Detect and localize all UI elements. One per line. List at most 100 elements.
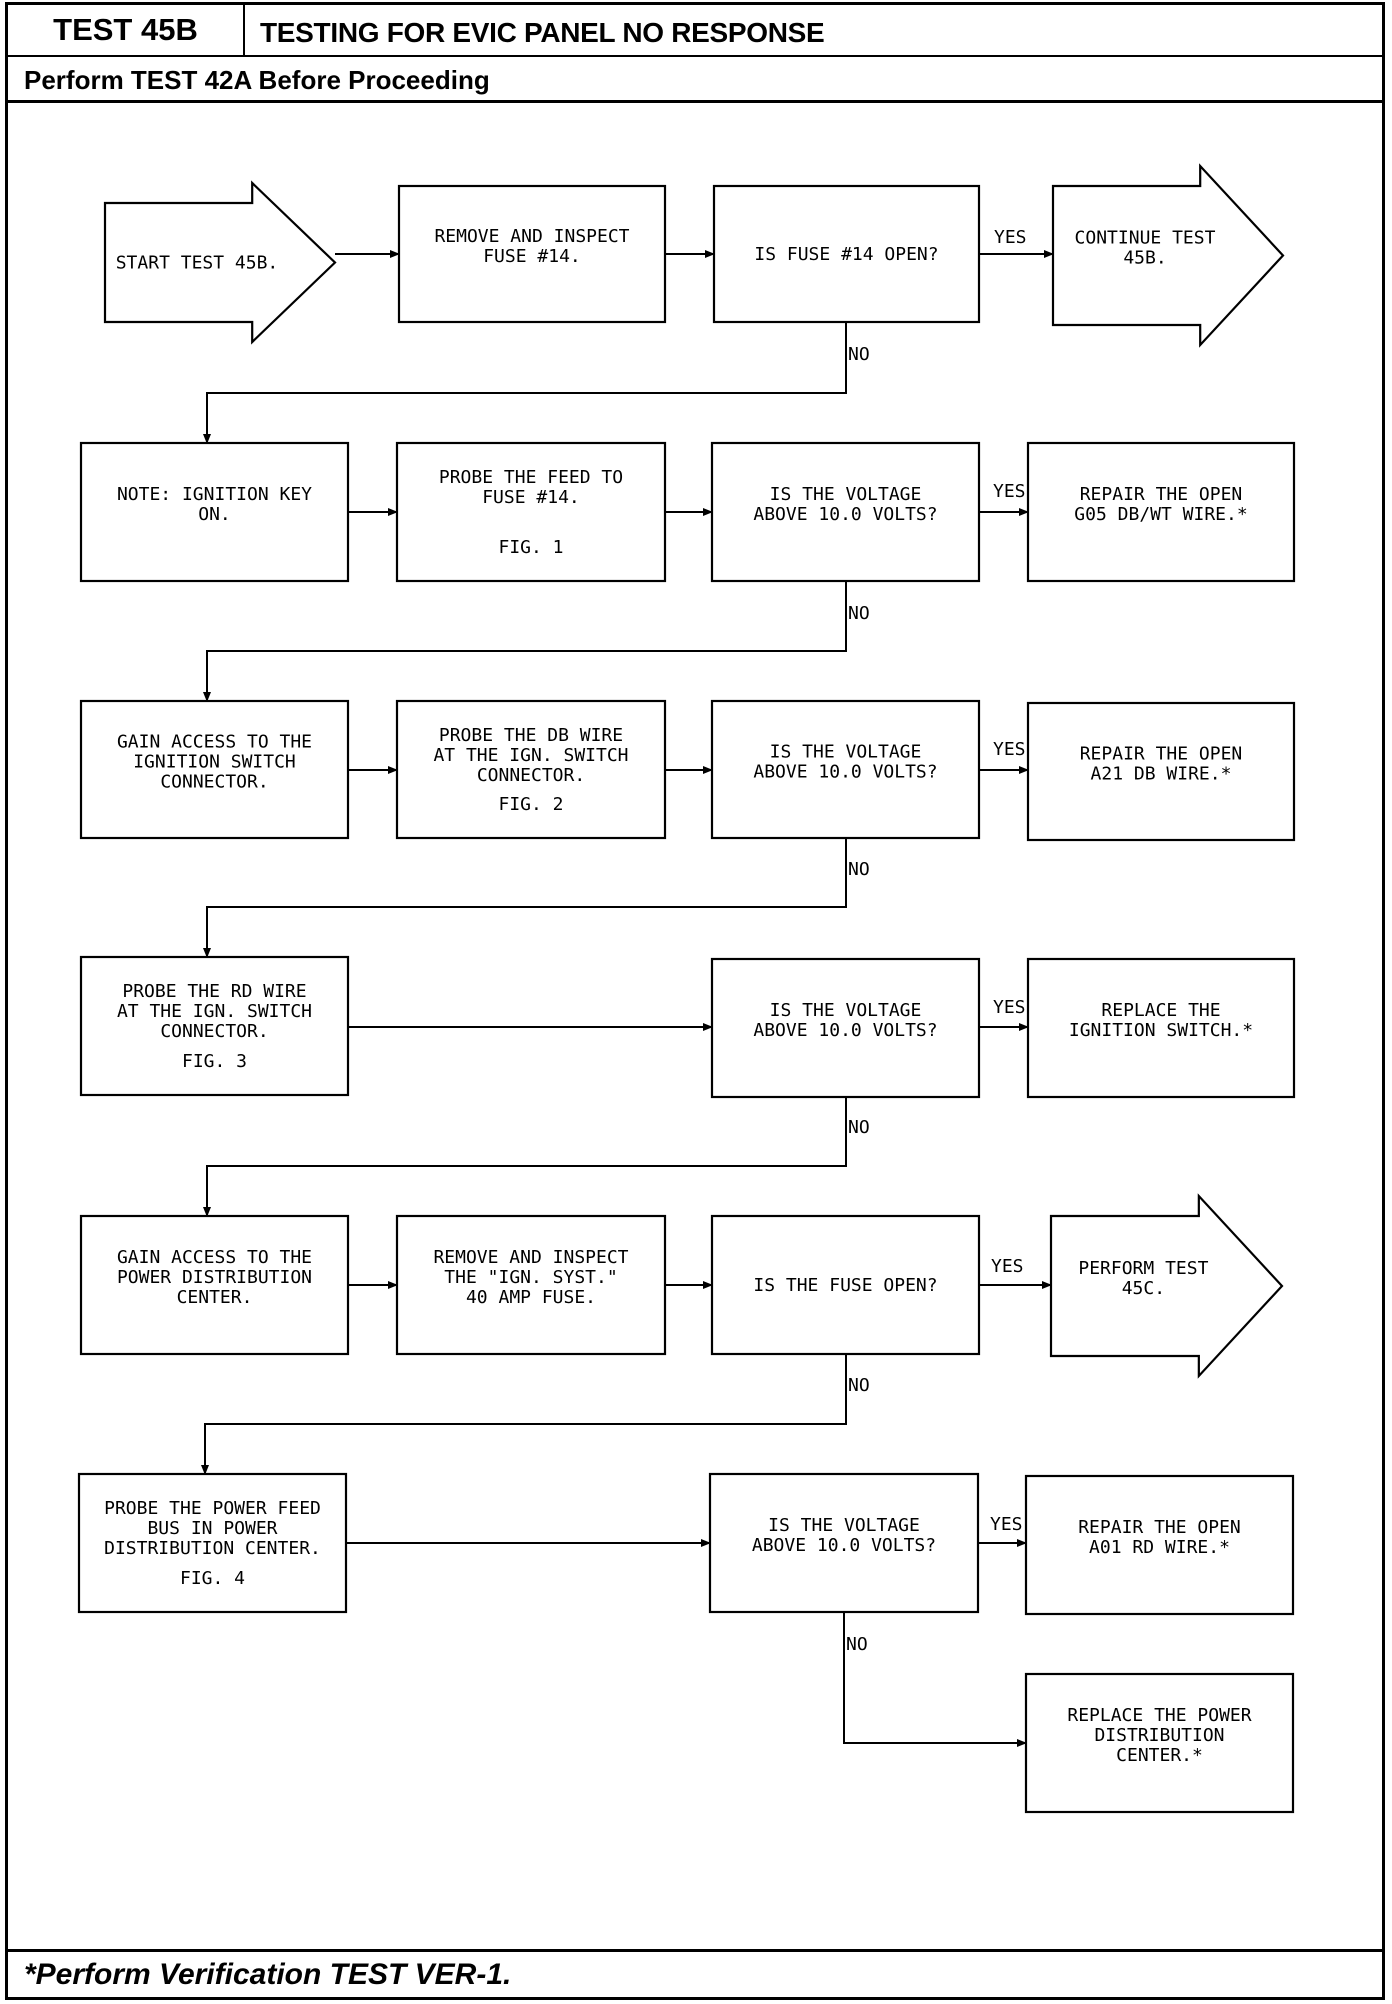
node-text-line: ABOVE 10.0 VOLTS? [753,504,937,525]
node-text-line: G05 DB/WT WIRE.* [1074,504,1247,525]
node-text-line: AT THE IGN. SWITCH [117,1001,312,1022]
box-shape [79,1214,350,1356]
node-text-line: CENTER.* [1116,1745,1203,1766]
node-text-line: DISTRIBUTION CENTER. [104,1538,321,1559]
node-text-line: ABOVE 10.0 VOLTS? [752,1535,936,1556]
no-label: NO [848,1117,870,1138]
node-start: START TEST 45B. [103,180,337,345]
test-title: TESTING FOR EVIC PANEL NO RESPONSE [260,17,825,48]
node-text-line: CONNECTOR. [160,772,268,793]
connector-lines [201,250,1054,1747]
box-shape [1026,441,1296,583]
node-text-line: PROBE THE FEED TO [439,467,623,488]
verification-note: *Perform Verification TEST VER-1. [24,1958,512,1991]
box-shape [1024,1672,1295,1814]
box-shape [1024,1474,1295,1616]
yes-label: YES [993,739,1026,760]
node-text-line: IS THE VOLTAGE [768,1515,920,1536]
yes-label: YES [994,227,1027,248]
node-text-line: A01 RD WIRE.* [1089,1537,1230,1558]
box-shape [708,1472,980,1614]
no-label: NO [848,603,870,624]
connector-arrow [203,322,847,444]
node-text-line: CENTER. [177,1287,253,1308]
no-label: NO [848,1375,870,1396]
connector-arrow [843,1612,1027,1747]
box-shape [1026,957,1296,1099]
connector-arrow [203,1097,847,1217]
box-shape [710,957,981,1099]
flow-nodes: START TEST 45B. REMOVE AND INSPECT FUSE #1… [77,163,1296,1814]
node-text-line: GAIN ACCESS TO THE [117,1247,312,1268]
node-text-line: IS THE VOLTAGE [770,742,922,763]
node-text-line: CONTINUE TEST [1075,228,1216,249]
node-text-line: REPAIR THE OPEN [1080,484,1243,505]
test-sheet: TEST 45B TESTING FOR EVIC PANEL NO RESPO… [5,2,1385,2000]
node-text-line: IS FUSE #14 OPEN? [754,244,938,265]
node-text-line: IGNITION SWITCH.* [1069,1020,1253,1041]
node-q-fuse-open: IS THE FUSE OPEN? [710,1214,981,1356]
test-id: TEST 45B [8,5,245,55]
node-text-line: ABOVE 10.0 VOLTS? [753,762,937,783]
box-shape [79,699,350,840]
node-text-line: BUS IN POWER [147,1518,277,1539]
node-text-line: PERFORM TEST [1078,1258,1208,1279]
node-text-line: DISTRIBUTION [1094,1725,1224,1746]
connector-arrow [203,838,847,958]
connector-arrow [201,1354,847,1475]
box-shape [395,699,667,840]
node-text-line: ON. [198,504,231,525]
node-text-line: FIG. 2 [498,794,563,815]
node-text-line: ABOVE 10.0 VOLTS? [753,1020,937,1041]
node-text-line: IS THE FUSE OPEN? [753,1275,937,1296]
node-text-line: PROBE THE DB WIRE [439,725,623,746]
prerequisite-row: Perform TEST 42A Before Proceeding [8,55,1382,103]
node-text-line: CONNECTOR. [477,765,585,786]
node-text-line: THE "IGN. SYST." [444,1267,617,1288]
node-text-line: REPLACE THE POWER [1067,1705,1251,1726]
box-shape [395,1214,667,1356]
node-text-line: PROBE THE RD WIRE [122,981,306,1002]
node-text-line: POWER DISTRIBUTION [117,1267,312,1288]
node-text-line: FUSE #14. [482,487,580,508]
node-text-line: REMOVE AND INSPECT [433,1247,628,1268]
box-shape [710,1214,981,1356]
arrow-shape [1051,163,1285,348]
node-text-line: REMOVE AND INSPECT [434,226,629,247]
box-shape [79,441,350,583]
node-text-line: 45B. [1123,248,1166,269]
node-text-line: GAIN ACCESS TO THE [117,732,312,753]
box-shape [710,441,981,583]
box-shape [712,184,981,324]
node-text-line: REPAIR THE OPEN [1078,1517,1241,1538]
node-text-line: 45C. [1122,1278,1165,1299]
yes-label: YES [993,481,1026,502]
no-label: NO [846,1634,868,1655]
arrow-shape [103,180,337,345]
yes-label: YES [990,1514,1023,1535]
box-shape [710,699,981,840]
node-text-line: START TEST 45B. [116,253,279,274]
box-shape [79,955,350,1097]
node-text-line: PROBE THE POWER FEED [104,1498,321,1519]
yes-label: YES [991,1256,1024,1277]
node-text-line: IS THE VOLTAGE [770,484,922,505]
node-text-line: CONNECTOR. [160,1021,268,1042]
yes-label: YES [993,997,1026,1018]
arrow-shape [1049,1193,1284,1379]
node-text-line: FIG. 1 [498,537,563,558]
node-text-line: IGNITION SWITCH [133,752,296,773]
